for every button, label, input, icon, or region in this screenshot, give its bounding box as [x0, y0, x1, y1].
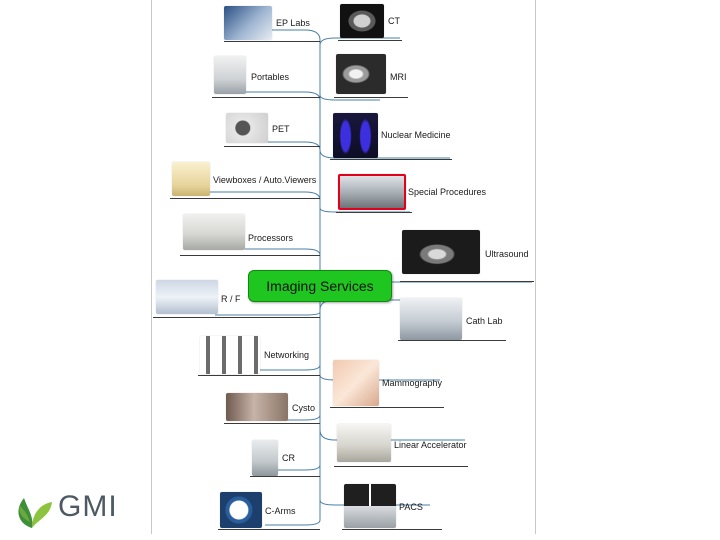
node-label: Mammography	[382, 378, 442, 388]
node-label: CR	[282, 453, 295, 463]
node-label: Networking	[264, 350, 309, 360]
central-topic-label: Imaging Services	[266, 278, 373, 294]
cystoscopy-room-photo-icon	[226, 393, 288, 421]
gmi-logo: GMI	[10, 488, 120, 532]
logo-text: GMI	[58, 490, 118, 524]
node-label: C-Arms	[265, 506, 296, 516]
ultrasound-image-photo-icon	[402, 230, 480, 274]
node-label: R / F	[221, 294, 241, 304]
film-processor-photo-icon	[183, 214, 245, 250]
central-topic-imaging-services[interactable]: Imaging Services	[248, 270, 392, 302]
node-label: MRI	[390, 72, 407, 82]
portable-xray-photo-icon	[214, 56, 246, 94]
cr-reader-photo-icon	[252, 440, 278, 476]
linear-accelerator-photo-icon	[337, 424, 391, 462]
ct-scan-photo-icon	[340, 4, 384, 38]
mammography-photo-icon	[333, 360, 379, 406]
node-label: Linear Accelerator	[394, 440, 467, 450]
node-label: Cysto	[292, 403, 315, 413]
node-label: Special Procedures	[408, 187, 486, 197]
node-label: Viewboxes / Auto.Viewers	[213, 175, 316, 185]
leaf-logo-icon	[10, 488, 54, 532]
c-arm-photo-icon	[220, 492, 262, 528]
node-label: Processors	[248, 233, 293, 243]
viewbox-photo-icon	[172, 162, 210, 196]
node-label: PET	[272, 124, 290, 134]
angiography-suite-photo-icon	[338, 174, 406, 210]
fluoroscopy-table-photo-icon	[156, 280, 218, 314]
node-label: PACS	[399, 502, 423, 512]
node-label: CT	[388, 16, 400, 26]
node-label: Cath Lab	[466, 316, 503, 326]
mri-scan-photo-icon	[336, 54, 386, 94]
cath-lab-photo-icon	[400, 298, 462, 340]
node-label: EP Labs	[276, 18, 310, 28]
network-equipment-photo-icon	[200, 336, 260, 374]
node-label: Ultrasound	[485, 249, 529, 259]
pacs-workstation-photo-icon	[344, 484, 396, 528]
node-label: Nuclear Medicine	[381, 130, 451, 140]
node-label: Portables	[251, 72, 289, 82]
ep-lab-photo-icon	[224, 6, 272, 40]
nuclear-medicine-photo-icon	[333, 113, 378, 158]
pet-scanner-photo-icon	[226, 113, 268, 143]
